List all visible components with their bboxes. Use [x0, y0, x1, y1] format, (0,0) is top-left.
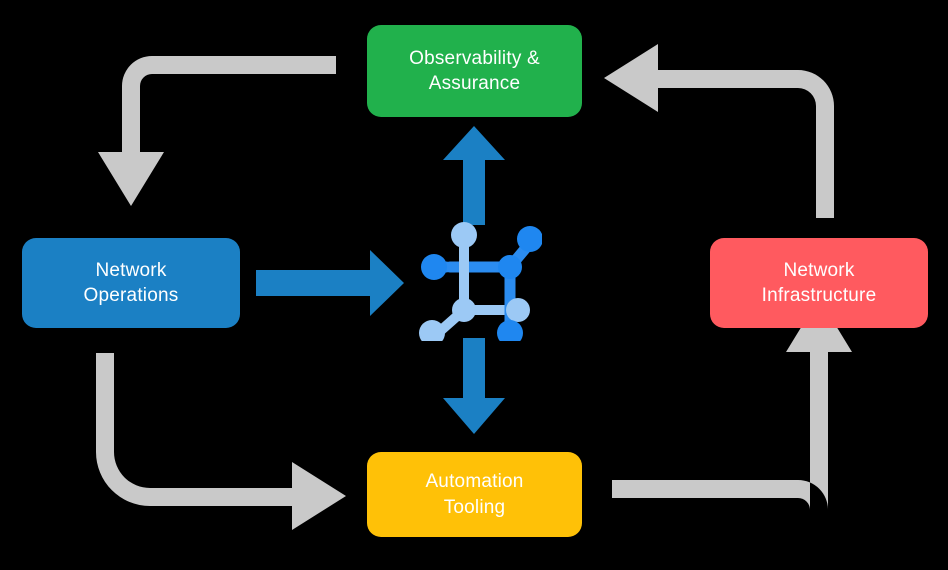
- gray-arrow-infrastructure-to-observability: [604, 44, 834, 218]
- node-automation-tooling[interactable]: Automation Tooling: [367, 452, 582, 537]
- node-mid-left: [421, 254, 447, 280]
- node-top-left: [451, 222, 477, 248]
- node-top-right: [517, 226, 542, 252]
- node-center-right: [498, 255, 522, 279]
- node-observability-label: Observability & Assurance: [409, 47, 540, 94]
- blue-arrow-hub-to-observability: [443, 126, 505, 225]
- node-network-operations[interactable]: Network Operations: [22, 238, 240, 328]
- node-network-operations-label: Network Operations: [83, 259, 179, 306]
- node-network-infrastructure[interactable]: Network Infrastructure: [710, 238, 928, 328]
- node-lower-left: [452, 298, 476, 322]
- node-bottom-left: [419, 320, 445, 341]
- node-automation-tooling-label: Automation Tooling: [425, 471, 524, 518]
- node-mid-right: [506, 298, 530, 322]
- blue-arrow-operations-to-hub: [256, 250, 404, 316]
- gray-arrow-observability-to-operations-band: [98, 56, 336, 206]
- blue-arrow-hub-to-automation: [443, 338, 505, 434]
- node-observability[interactable]: Observability & Assurance: [367, 25, 582, 117]
- node-network-infrastructure-label: Network Infrastructure: [761, 259, 877, 306]
- node-bottom-right: [497, 320, 523, 341]
- network-topology-icon: [419, 222, 542, 341]
- gray-arrow-automation-to-infrastructure: [612, 298, 852, 510]
- gray-arrow-operations-to-automation: [96, 353, 346, 530]
